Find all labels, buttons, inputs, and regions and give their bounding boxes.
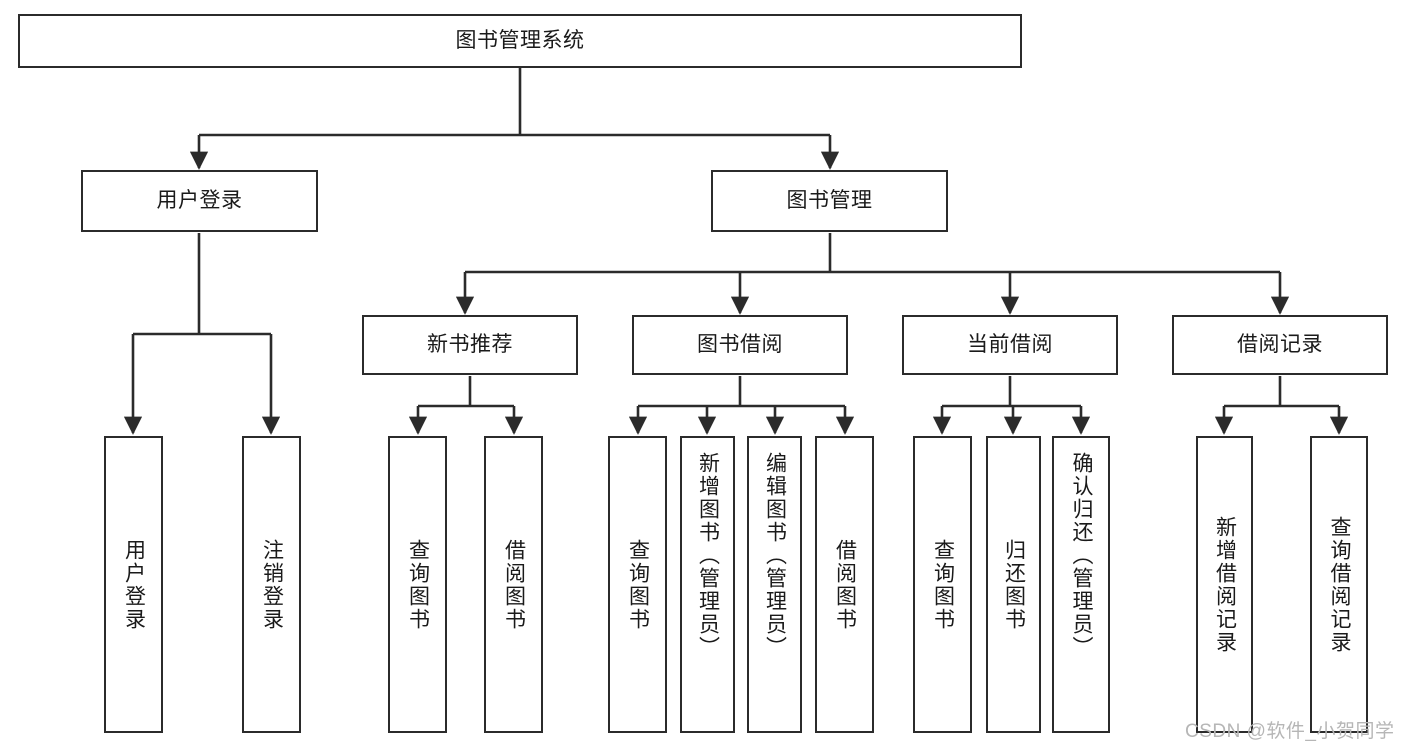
node-current-borrow[interactable]: 当前借阅 — [902, 315, 1118, 375]
node-label: 查询借阅记录 — [1328, 515, 1352, 654]
leaf-borrow-book-recommend[interactable]: 借阅图书 — [484, 436, 543, 733]
node-label: 新书推荐 — [427, 332, 513, 356]
node-root-book-management-system[interactable]: 图书管理系统 — [18, 14, 1022, 68]
node-label: 图书管理 — [786, 188, 873, 212]
node-label: 查询图书 — [626, 538, 650, 631]
leaf-query-book-borrow[interactable]: 查询图书 — [608, 436, 667, 733]
leaf-query-borrow-record[interactable]: 查询借阅记录 — [1310, 436, 1368, 733]
node-label: 当前借阅 — [967, 332, 1053, 356]
node-new-book-recommend[interactable]: 新书推荐 — [362, 315, 578, 375]
node-label: 查询图书 — [406, 538, 430, 631]
leaf-logout[interactable]: 注销登录 — [242, 436, 301, 733]
node-label: 编辑图书（管理员） — [763, 452, 787, 659]
node-label: 查询图书 — [931, 538, 955, 631]
node-label: 用户登录 — [156, 188, 243, 212]
node-label: 用户登录 — [122, 538, 146, 631]
node-borrow-record[interactable]: 借阅记录 — [1172, 315, 1388, 375]
leaf-add-book-admin[interactable]: 新增图书（管理员） — [680, 436, 735, 733]
node-book-management[interactable]: 图书管理 — [711, 170, 948, 232]
watermark: CSDN @软件_小贺同学 — [1185, 721, 1395, 742]
node-label: 新增借阅记录 — [1213, 515, 1237, 654]
node-label: 借阅记录 — [1237, 332, 1323, 356]
node-label: 借阅图书 — [502, 538, 526, 631]
node-label: 确认归还（管理员） — [1070, 452, 1094, 659]
node-label: 图书借阅 — [697, 332, 783, 356]
node-label: 图书管理系统 — [455, 28, 585, 52]
leaf-add-borrow-record[interactable]: 新增借阅记录 — [1196, 436, 1253, 733]
leaf-query-book-current[interactable]: 查询图书 — [913, 436, 972, 733]
node-book-borrow[interactable]: 图书借阅 — [632, 315, 848, 375]
leaf-query-book-recommend[interactable]: 查询图书 — [388, 436, 447, 733]
leaf-borrow-book[interactable]: 借阅图书 — [815, 436, 874, 733]
leaf-return-book[interactable]: 归还图书 — [986, 436, 1041, 733]
node-label: 借阅图书 — [833, 538, 857, 631]
leaf-confirm-return-admin[interactable]: 确认归还（管理员） — [1052, 436, 1110, 733]
leaf-edit-book-admin[interactable]: 编辑图书（管理员） — [747, 436, 802, 733]
node-user-login[interactable]: 用户登录 — [81, 170, 318, 232]
leaf-user-login[interactable]: 用户登录 — [104, 436, 163, 733]
node-label: 新增图书（管理员） — [696, 452, 720, 659]
node-label: 注销登录 — [260, 538, 284, 631]
node-label: 归还图书 — [1002, 538, 1026, 631]
